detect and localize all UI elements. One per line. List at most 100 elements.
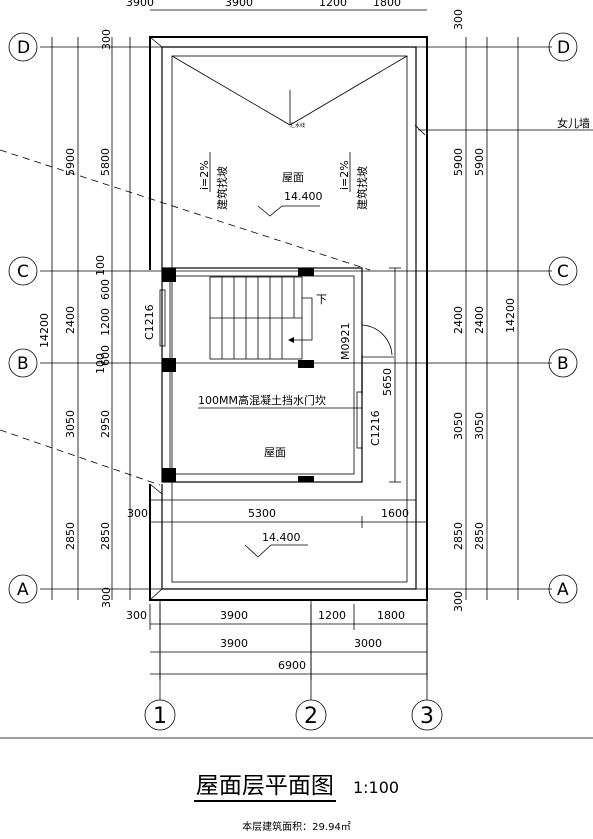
svg-text:300: 300 (452, 9, 465, 30)
svg-text:5800: 5800 (99, 148, 112, 176)
svg-text:3900: 3900 (126, 0, 154, 9)
svg-text:5900: 5900 (452, 148, 465, 176)
axis-bubble-1: 1 (144, 699, 176, 731)
svg-text:1600: 1600 (381, 507, 409, 520)
window-left (159, 289, 166, 347)
svg-text:5650: 5650 (381, 368, 394, 396)
parapet-label: 女儿墙 (557, 116, 590, 130)
slope-dash-line-top (0, 149, 371, 271)
svg-text:300: 300 (452, 591, 465, 612)
roof-label-stair: 屋面 (264, 446, 286, 459)
floor-area-label: 本层建筑面积： (242, 822, 313, 833)
window-left-label: C1216 (143, 304, 156, 340)
parapet-walls (149, 36, 428, 601)
svg-text:1200: 1200 (319, 0, 347, 9)
svg-text:3: 3 (420, 704, 434, 729)
svg-text:C: C (17, 262, 29, 282)
svg-text:D: D (17, 38, 30, 58)
svg-text:A: A (557, 580, 569, 600)
svg-text:2950: 2950 (99, 410, 112, 438)
slope-right-note: 建筑找坡 (355, 166, 369, 210)
drawing-scale: 1:100 (352, 778, 400, 797)
slope-right: i=2% (338, 160, 351, 190)
window-right (356, 391, 363, 449)
svg-text:100: 100 (94, 353, 107, 374)
svg-text:2850: 2850 (452, 522, 465, 550)
axis-bubble-D-right: D (548, 32, 578, 62)
svg-text:1200: 1200 (99, 308, 112, 336)
svg-text:1200: 1200 (318, 609, 346, 622)
axis-bubble-A-right: A (548, 574, 578, 604)
axis-bubble-C-right: C (548, 256, 578, 286)
svg-text:5300: 5300 (248, 507, 276, 520)
column-c1 (162, 268, 176, 282)
axis-bubble-D-left: D (8, 32, 38, 62)
slope-dash-line-bottom (0, 429, 161, 486)
svg-text:1800: 1800 (373, 0, 401, 9)
svg-text:14200: 14200 (504, 298, 517, 333)
svg-text:100: 100 (94, 255, 107, 276)
svg-text:300: 300 (127, 507, 148, 520)
svg-text:300: 300 (126, 609, 147, 622)
bottom-dimensions: 300 3900 1200 1800 3900 3000 6900 (126, 604, 428, 680)
svg-text:3900: 3900 (220, 609, 248, 622)
door-label: M0921 (339, 323, 352, 361)
roof-label-main: 屋面 (282, 171, 304, 184)
door-m0921 (361, 324, 394, 395)
svg-text:300: 300 (100, 587, 113, 608)
gutter-label: 汇水线 (290, 122, 305, 129)
axis-lines (40, 46, 552, 700)
elevation-mark-bottom: 14.400 (244, 531, 308, 558)
stair-treads (209, 276, 313, 360)
window-right-label: C1216 (369, 410, 382, 446)
right-dimensions: 300 5900 5900 2400 2400 3050 3050 2850 2… (452, 9, 519, 612)
svg-text:5900: 5900 (64, 148, 77, 176)
svg-text:14200: 14200 (38, 313, 51, 348)
elevation-mark-top: 14.400 (257, 190, 323, 217)
column-a2 (298, 476, 314, 482)
svg-text:B: B (17, 354, 29, 374)
svg-text:2: 2 (304, 704, 318, 729)
svg-text:1: 1 (153, 704, 167, 729)
axis-bubble-A-left: A (8, 574, 38, 604)
svg-text:2850: 2850 (473, 522, 486, 550)
svg-text:2400: 2400 (473, 306, 486, 334)
svg-text:3900: 3900 (220, 637, 248, 650)
svg-text:300: 300 (100, 29, 113, 50)
svg-text:1800: 1800 (377, 609, 405, 622)
slope-left: i=2% (198, 160, 211, 190)
column-b1 (162, 358, 176, 372)
svg-text:2850: 2850 (99, 522, 112, 550)
column-c2 (298, 268, 314, 276)
title-block: 屋面层平面图 1:100 (0, 766, 593, 802)
svg-text:14.400: 14.400 (262, 531, 301, 544)
svg-text:3050: 3050 (473, 412, 486, 440)
column-a1 (162, 468, 176, 482)
top-dimensions: 3900 3900 1200 1800 (126, 0, 427, 11)
sill-label: 100MM高混凝土挡水门坎 (198, 393, 326, 407)
svg-text:B: B (557, 354, 569, 374)
drawing-title: 屋面层平面图 (193, 773, 336, 802)
axis-bubble-3: 3 (411, 699, 443, 731)
svg-text:2400: 2400 (452, 306, 465, 334)
floor-area-value: 29.94㎡ (312, 822, 351, 833)
svg-text:3000: 3000 (354, 637, 382, 650)
floor-area: 本层建筑面积：29.94㎡ (0, 818, 593, 833)
axis-bubble-2: 2 (295, 699, 327, 731)
svg-text:2400: 2400 (64, 306, 77, 334)
stair-down-label: 下 (316, 293, 327, 306)
column-b2 (298, 360, 314, 368)
svg-text:5900: 5900 (473, 148, 486, 176)
left-dimensions: 300 5900 5800 100 600 2400 1200 600 100 … (38, 29, 131, 608)
svg-text:3050: 3050 (64, 410, 77, 438)
svg-text:6900: 6900 (278, 659, 306, 672)
svg-text:A: A (17, 580, 29, 600)
inner-dimensions: 300 5300 1600 5650 (127, 267, 427, 528)
svg-text:C: C (557, 262, 569, 282)
axis-bubble-C-left: C (8, 256, 38, 286)
svg-text:3900: 3900 (225, 0, 253, 9)
svg-text:3050: 3050 (452, 412, 465, 440)
axis-bubble-B-right: B (548, 348, 578, 378)
svg-text:14.400: 14.400 (284, 190, 323, 203)
